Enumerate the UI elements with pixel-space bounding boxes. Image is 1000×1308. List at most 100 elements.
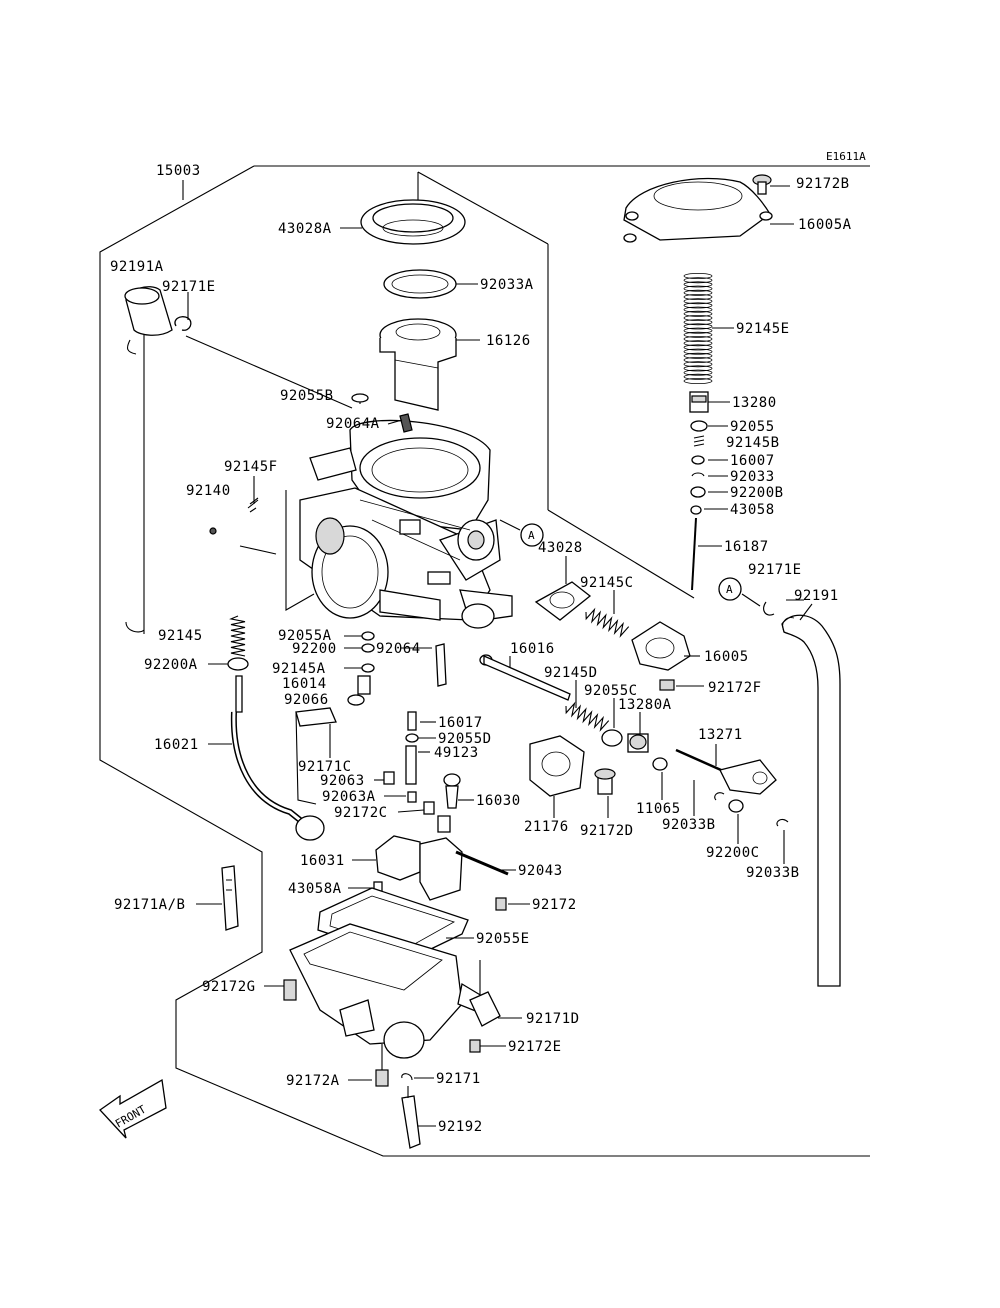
callout-a-right: A — [718, 577, 761, 607]
label-92055E: 92055E — [476, 931, 530, 947]
spring-92145C — [585, 607, 630, 638]
screw-92172B — [752, 174, 772, 195]
screw-92064 — [435, 643, 447, 687]
label-92033B-2: 92033B — [746, 865, 800, 881]
ball-92140 — [209, 527, 217, 535]
part-labels: 15003 43028A 92033A 16126 92191A 92171E … — [110, 163, 851, 1135]
label-92172C: 92172C — [334, 805, 388, 821]
plug-92063A — [407, 791, 417, 803]
screw-16014 — [347, 675, 371, 706]
jet-16017 — [407, 711, 417, 731]
label-92171AB: 92171A/B — [114, 897, 185, 913]
label-16187: 16187 — [724, 539, 769, 555]
screw-92172E — [469, 1039, 481, 1053]
label-92172: 92172 — [532, 897, 577, 913]
spring-92145 — [229, 615, 246, 657]
spring-92145F — [247, 497, 259, 513]
label-92191: 92191 — [794, 588, 839, 604]
screw-92172D — [594, 768, 616, 795]
bracket-92066 — [295, 707, 337, 727]
callout-a-left: A — [499, 519, 544, 547]
clip-92171 — [401, 1073, 413, 1081]
clip-92033B-2 — [776, 818, 789, 827]
clip-92033B — [714, 792, 725, 801]
label-92200C: 92200C — [706, 845, 760, 861]
label-92055B: 92055B — [280, 388, 334, 404]
label-43058: 43058 — [730, 502, 775, 518]
o-ring-92055C — [601, 729, 623, 747]
piston-16126 — [379, 318, 457, 411]
screw-92172F — [659, 679, 675, 691]
label-92172D: 92172D — [580, 823, 634, 839]
label-16126: 16126 — [486, 333, 531, 349]
float-16031 — [375, 835, 463, 901]
cover-16005 — [631, 621, 691, 671]
ring-92033A — [383, 269, 457, 299]
guide-line — [285, 490, 315, 611]
label-92055D: 92055D — [438, 731, 492, 747]
callout-a-label: A — [528, 529, 535, 542]
label-43028: 43028 — [538, 540, 583, 556]
label-92063: 92063 — [320, 773, 365, 789]
label-92033A: 92033A — [480, 277, 534, 293]
clip-92033 — [691, 472, 705, 477]
label-49123: 49123 — [434, 745, 479, 761]
label-92172B: 92172B — [796, 176, 850, 192]
pin-92043 — [455, 850, 509, 876]
label-92043: 92043 — [518, 863, 563, 879]
chamber-cover-16005A — [623, 177, 773, 243]
cable-16021 — [230, 675, 325, 841]
washer-92055 — [690, 420, 708, 432]
guide-line — [417, 171, 549, 245]
screw-92064A — [399, 413, 413, 433]
washer-92055B — [351, 393, 369, 403]
label-92055A: 92055A — [278, 628, 332, 644]
washer-43058 — [690, 505, 702, 515]
clip-92171AB — [221, 865, 239, 931]
label-11065: 11065 — [636, 801, 681, 817]
label-13271: 13271 — [698, 727, 743, 743]
hose-92191 — [781, 614, 841, 987]
drain-92172A — [375, 1069, 389, 1087]
front-direction-arrow: FRONT — [99, 1078, 167, 1139]
cap-92171D — [469, 991, 501, 1027]
float-bowl — [289, 923, 483, 1059]
label-92171C: 92171C — [298, 759, 352, 775]
label-16016: 16016 — [510, 641, 555, 657]
label-92066: 92066 — [284, 692, 329, 708]
label-92171D: 92171D — [526, 1011, 580, 1027]
label-43028A: 43028A — [278, 221, 332, 237]
label-16021: 16021 — [154, 737, 199, 753]
carburetor-body — [299, 419, 513, 629]
label-92172G: 92172G — [202, 979, 256, 995]
leader-lines — [182, 180, 813, 1127]
diagram-reference-code: E1611A — [826, 150, 866, 163]
label-92140: 92140 — [186, 483, 231, 499]
plunger-13280A — [627, 733, 649, 753]
label-92191A: 92191A — [110, 259, 164, 275]
label-92171E-right: 92171E — [748, 562, 802, 578]
guide-line — [239, 545, 277, 555]
label-92145: 92145 — [158, 628, 203, 644]
spring-92145B — [693, 435, 705, 447]
guide-line — [547, 509, 695, 599]
label-92171: 92171 — [436, 1071, 481, 1087]
washer-11065 — [652, 757, 668, 771]
plug-92063 — [383, 771, 395, 785]
screw-92172 — [495, 897, 507, 911]
diaphragm-43028A — [360, 199, 466, 245]
label-92145F: 92145F — [224, 459, 278, 475]
label-15003: 15003 — [156, 163, 201, 179]
washer-92200C — [728, 799, 744, 813]
spring-92145E — [683, 272, 713, 384]
clip-92171E — [763, 601, 775, 616]
label-43058A: 43058A — [288, 881, 342, 897]
washer-92200A — [227, 657, 249, 671]
label-92145B: 92145B — [726, 435, 780, 451]
label-16030: 16030 — [476, 793, 521, 809]
lever-13271 — [675, 748, 777, 795]
jet-needle-16187 — [691, 517, 697, 591]
label-92145A: 92145A — [272, 661, 326, 677]
washer-92055A — [361, 631, 375, 641]
